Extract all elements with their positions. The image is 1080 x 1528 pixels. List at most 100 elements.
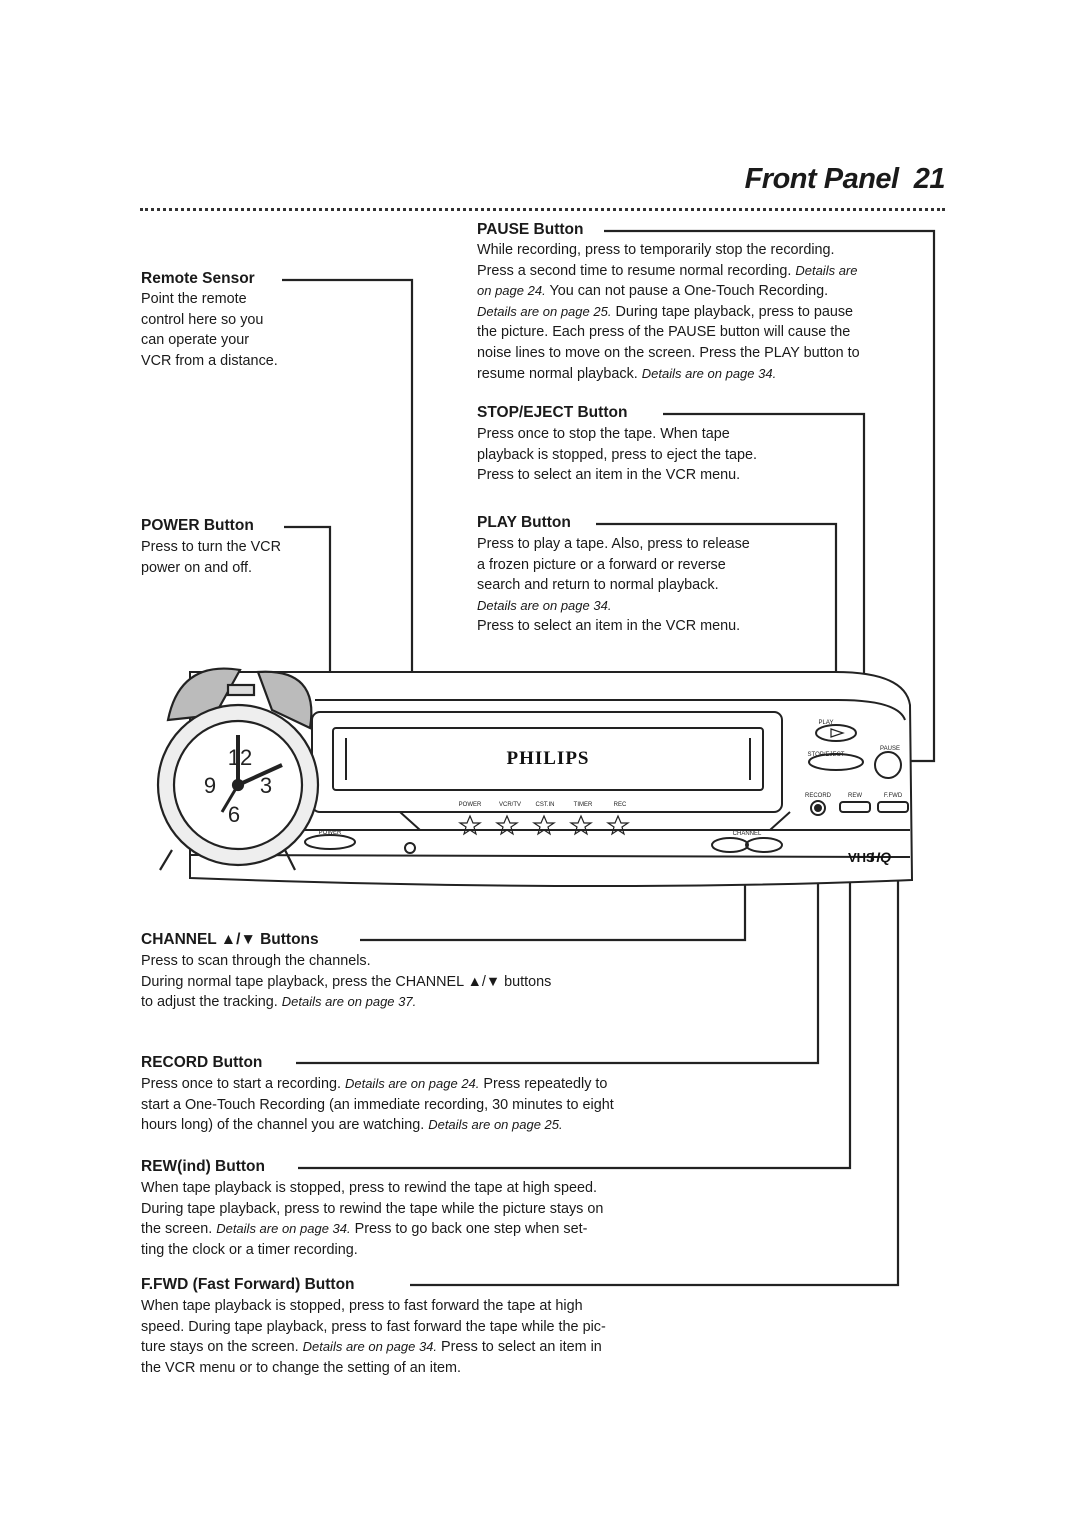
- text-line: Point the remote: [141, 291, 247, 307]
- ffwd-button-description: When tape playback is stopped, press to …: [141, 1296, 606, 1378]
- text-span: Press to select an item in: [441, 1339, 602, 1356]
- channel-down-button-graphic: [711, 837, 749, 853]
- text-span: Press repeatedly to: [483, 1076, 608, 1092]
- play-leader: [596, 522, 838, 726]
- text-line: While recording, press to temporarily st…: [477, 242, 835, 258]
- page-number: 21: [913, 163, 946, 195]
- text-span: Press once to start a recording.: [141, 1076, 341, 1092]
- text-line: playback is stopped, press to eject the …: [477, 446, 757, 463]
- page-reference: Details are on page 34.: [216, 1221, 351, 1237]
- ffwd-button-heading: F.FWD (Fast Forward) Button: [141, 1276, 355, 1293]
- text-line: Press to turn the VCR: [141, 539, 281, 555]
- text-line: resume normal playback. Details are on p…: [477, 364, 922, 385]
- text-line: When tape playback is stopped, press to …: [141, 1180, 597, 1196]
- philips-logo: PHILIPS: [506, 748, 589, 769]
- text-line: noise lines to move on the screen. Press…: [477, 344, 860, 361]
- text-span: resume normal playback.: [477, 365, 638, 382]
- clock-number-6: 6: [228, 802, 240, 827]
- text-line: a frozen picture or a forward or reverse: [477, 556, 726, 573]
- power-button-graphic: [304, 834, 356, 850]
- pause-button-heading: PAUSE Button: [477, 221, 584, 238]
- pause-label: PAUSE: [880, 746, 900, 752]
- page-reference: Details are on page 37.: [281, 994, 417, 1010]
- indicator-label-cstin: CST.IN: [535, 802, 554, 808]
- stop-eject-button-graphic: [808, 753, 864, 771]
- record-label: RECORD: [805, 793, 832, 799]
- record-button-description: Press once to start a recording. Details…: [141, 1074, 614, 1136]
- text-line: Press a second time to resume normal rec…: [477, 261, 922, 282]
- rewind-button-description: When tape playback is stopped, press to …: [141, 1178, 603, 1260]
- play-button-heading: PLAY Button: [477, 514, 571, 531]
- power-label: POWER: [319, 830, 342, 836]
- page-reference: Details are on page 34.: [641, 365, 777, 381]
- rewind-button-heading: REW(ind) Button: [141, 1158, 265, 1175]
- text-line: During normal tape playback, press the C…: [141, 973, 552, 990]
- page-reference: Details are on page 25.: [428, 1117, 563, 1133]
- play-button-graphic: [815, 724, 857, 742]
- indicator-lights: [458, 814, 630, 836]
- clock-number-12: 12: [228, 745, 252, 770]
- channel-label: CHANNEL: [733, 831, 762, 837]
- text-line: Press to select an item in the VCR menu.: [477, 618, 741, 635]
- remote-sensor-window: [404, 842, 416, 854]
- text-line: start a One-Touch Recording (an immediat…: [141, 1096, 614, 1113]
- channel-buttons-description: Press to scan through the channels. Duri…: [141, 951, 551, 1013]
- page-reference: on page 24.: [477, 283, 546, 299]
- power-button-description: Press to turn the VCR power on and off.: [141, 537, 281, 578]
- title-divider: [140, 208, 945, 211]
- stop-eject-leader: [663, 412, 866, 755]
- page-reference: Details are on page 25.: [477, 303, 612, 319]
- ffwd-label: F.FWD: [884, 793, 903, 799]
- text-line: Press to select an item in the VCR menu.: [477, 467, 741, 484]
- indicator-label-power: POWER: [459, 802, 482, 808]
- stop-eject-heading: STOP/EJECT Button: [477, 404, 628, 421]
- play-button-description: Press to play a tape. Also, press to rel…: [477, 534, 750, 637]
- rewind-leader: [298, 810, 852, 1170]
- text-line: Details are on page 25. During tape play…: [477, 302, 922, 323]
- text-line: to adjust the tracking. Details are on p…: [141, 992, 551, 1013]
- text-line: can operate your: [141, 332, 250, 349]
- remote-sensor-heading: Remote Sensor: [141, 270, 255, 287]
- text-line: the picture. Each press of the PAUSE but…: [477, 324, 851, 341]
- text-span: ture stays on the screen.: [141, 1339, 299, 1356]
- channel-buttons-heading: CHANNEL ▲/▼ Buttons: [141, 931, 319, 948]
- stop-eject-description: Press once to stop the tape. When tape p…: [477, 424, 757, 486]
- stop-eject-label: STOP/EJECT: [808, 752, 845, 758]
- text-line: When tape playback is stopped, press to …: [141, 1298, 583, 1314]
- indicator-label-rec: REC: [614, 802, 627, 808]
- text-line: speed. During tape playback, press to fa…: [141, 1318, 606, 1335]
- text-line: hours long) of the channel you are watch…: [141, 1115, 614, 1136]
- page-reference: Details are on page 34.: [302, 1339, 438, 1355]
- clock-number-3: 3: [260, 773, 272, 798]
- text-span: the screen.: [141, 1221, 213, 1238]
- text-line: search and return to normal playback.: [477, 577, 719, 594]
- play-label: PLAY: [819, 720, 834, 726]
- text-span: During tape playback, press to pause: [615, 303, 854, 320]
- remote-sensor-description: Point the remote control here so you can…: [141, 289, 278, 371]
- record-button-heading: RECORD Button: [141, 1054, 263, 1071]
- text-line: control here so you: [141, 311, 264, 328]
- text-line: Press to play a tape. Also, press to rel…: [477, 536, 750, 552]
- ffwd-leader: [410, 810, 900, 1287]
- text-line: on page 24. You can not pause a One-Touc…: [477, 281, 922, 302]
- pause-leader: [604, 229, 936, 763]
- indicator-label-vcrtv: VCR/TV: [499, 802, 521, 808]
- clock-number-9: 9: [204, 773, 216, 798]
- text-line: VCR from a distance.: [141, 352, 278, 369]
- record-leader: [296, 810, 820, 1065]
- text-span: Press to go back one step when set-: [354, 1221, 588, 1238]
- text-span: hours long) of the channel you are watch…: [141, 1117, 425, 1134]
- remote-sensor-leader: [282, 278, 414, 843]
- page-title-text: Front Panel: [744, 163, 900, 195]
- text-line: Press once to start a recording. Details…: [141, 1074, 614, 1095]
- alarm-clock-icon: [156, 667, 320, 871]
- indicator-label-timer: TIMER: [574, 802, 593, 808]
- text-line: the screen. Details are on page 34. Pres…: [141, 1219, 603, 1240]
- text-line: During tape playback, press to rewind th…: [141, 1200, 604, 1217]
- page-reference: Details are on page 24.: [344, 1076, 480, 1091]
- text-line: ture stays on the screen. Details are on…: [141, 1337, 606, 1358]
- text-line: ting the clock or a timer recording.: [141, 1241, 358, 1258]
- power-button-heading: POWER Button: [141, 517, 254, 534]
- text-line: Press to scan through the channels.: [141, 953, 371, 969]
- hq-logo: HQ: [870, 849, 891, 865]
